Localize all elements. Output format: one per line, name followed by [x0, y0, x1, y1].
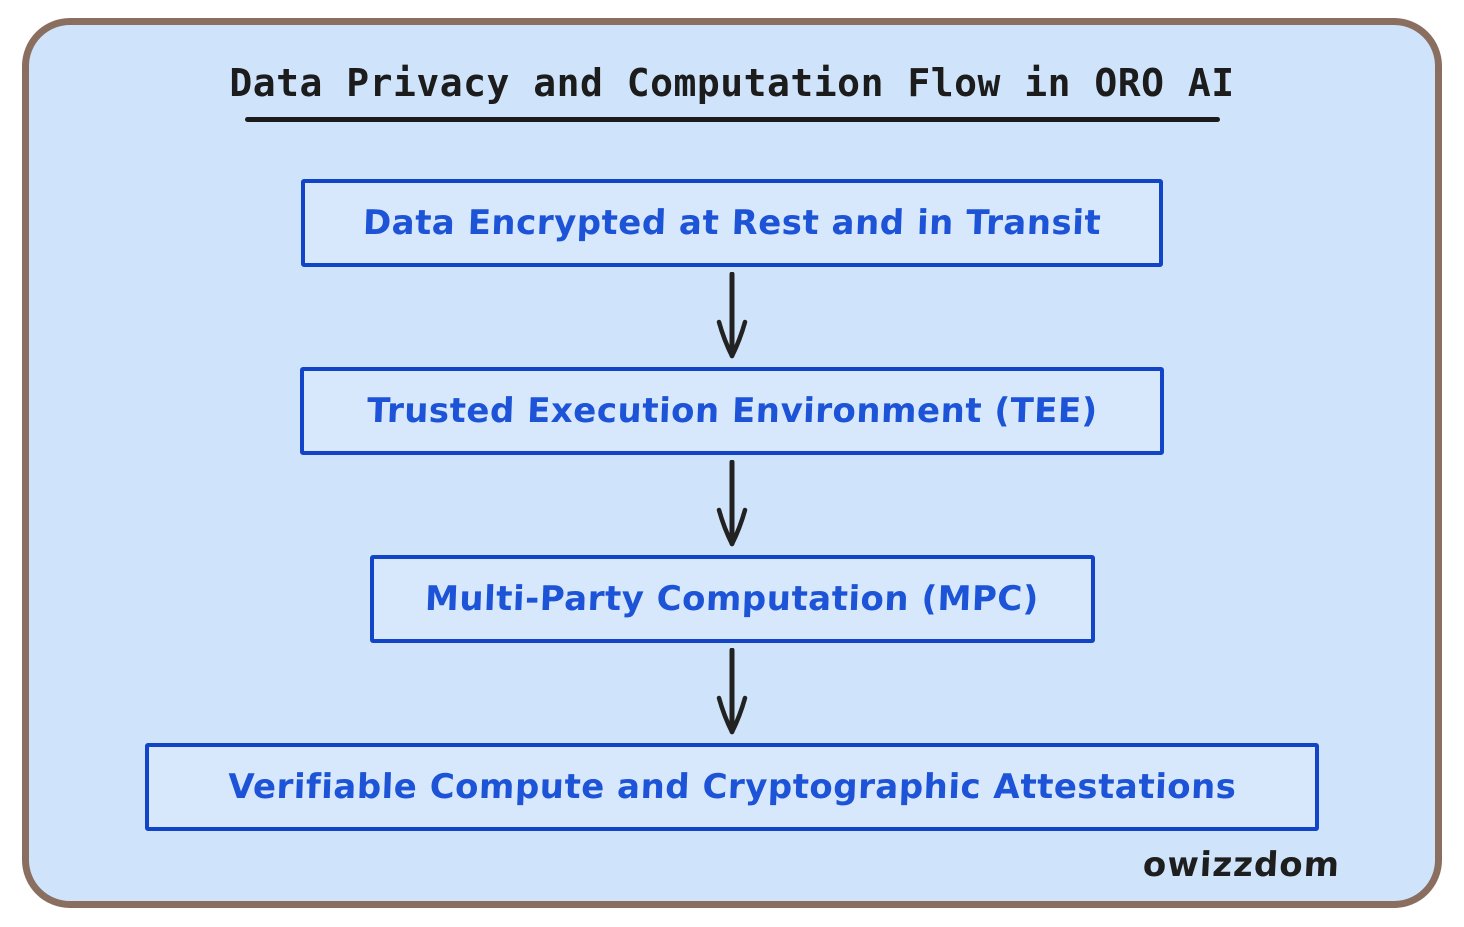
watermark: owizzdom	[1141, 845, 1342, 885]
flow-step-label: Trusted Execution Environment (TEE)	[365, 390, 1099, 431]
diagram-card: Data Privacy and Computation Flow in ORO…	[22, 18, 1442, 908]
flow-connector	[712, 267, 752, 367]
flow-step-mpc: Multi-Party Computation (MPC)	[369, 554, 1095, 643]
down-arrow-icon	[716, 271, 748, 358]
flow-connector	[712, 455, 752, 555]
flow-connector	[712, 643, 752, 743]
down-arrow-icon	[716, 647, 748, 734]
flow-step-label: Data Encrypted at Rest and in Transit	[362, 202, 1102, 243]
flow-step-attestations: Verifiable Compute and Cryptographic Att…	[145, 742, 1319, 831]
title-block: Data Privacy and Computation Flow in ORO…	[29, 61, 1435, 122]
down-arrow-icon	[716, 459, 748, 546]
diagram-title: Data Privacy and Computation Flow in ORO…	[229, 61, 1235, 105]
flowchart: Data Encrypted at Rest and in Transit Tr…	[29, 178, 1435, 831]
flow-step-label: Multi-Party Computation (MPC)	[424, 578, 1040, 619]
flow-step-label: Verifiable Compute and Cryptographic Att…	[227, 766, 1237, 807]
flow-step-encryption: Data Encrypted at Rest and in Transit	[301, 178, 1163, 267]
flow-step-tee: Trusted Execution Environment (TEE)	[300, 366, 1164, 455]
title-underline	[244, 116, 1220, 122]
